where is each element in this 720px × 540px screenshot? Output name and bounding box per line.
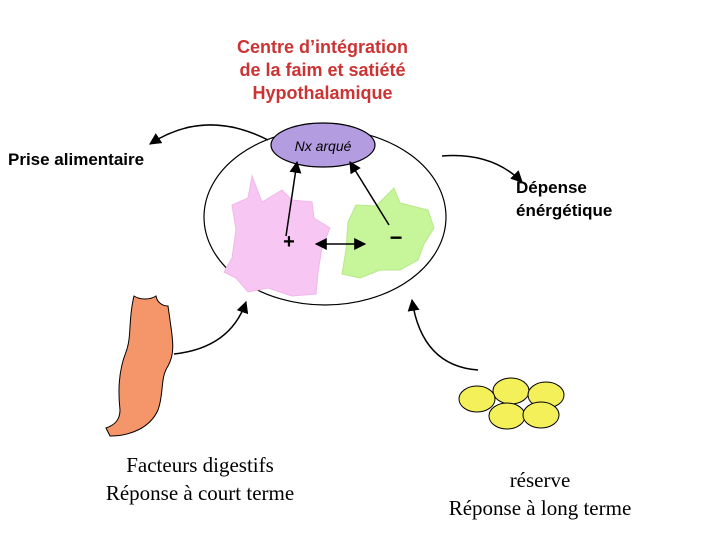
arrow-nucleus-to-green bbox=[349, 160, 390, 226]
reserve-line-1: réserve bbox=[509, 468, 571, 492]
fat-cells bbox=[458, 377, 565, 430]
reserve-line-2: Réponse à long terme bbox=[448, 496, 632, 520]
fat-cell bbox=[522, 401, 560, 429]
depense-line-2: énérgétique bbox=[516, 201, 613, 220]
green-neuron bbox=[341, 187, 435, 279]
plus-sign: + bbox=[283, 231, 295, 253]
minus-sign: − bbox=[390, 225, 403, 250]
fat-cell bbox=[492, 377, 530, 405]
stomach-shape bbox=[105, 295, 174, 437]
arrow-to-depense bbox=[441, 154, 523, 183]
depense-line-1: Dépense bbox=[516, 178, 587, 197]
facteurs-line-2: Réponse à court terme bbox=[105, 481, 295, 505]
prise-alimentaire-label: Prise alimentaire bbox=[8, 150, 145, 169]
diagram-title: Centre d’intégration de la faim et satié… bbox=[150, 36, 495, 105]
depense-label: Dépense énérgétique bbox=[516, 176, 612, 222]
fat-cell bbox=[458, 385, 496, 413]
arrow-from-stomach bbox=[173, 300, 249, 355]
nucleus-arque bbox=[270, 122, 376, 168]
arrow-to-prise-alimentaire bbox=[148, 124, 269, 145]
facteurs-line-1: Facteurs digestifs bbox=[126, 453, 274, 477]
arrow-nucleus-to-pink bbox=[285, 160, 302, 237]
title-line-1: Centre d’intégration bbox=[236, 37, 408, 57]
title-line-3: Hypothalamique bbox=[252, 83, 393, 103]
facteurs-digestifs-label: Facteurs digestifs Réponse à court terme bbox=[60, 451, 340, 507]
pink-neuron bbox=[223, 174, 331, 297]
fat-cell bbox=[488, 402, 526, 430]
arrow-from-reserve bbox=[407, 298, 479, 371]
nucleus-label: Nx arqué bbox=[295, 138, 352, 154]
reserve-label: réserve Réponse à long terme bbox=[420, 466, 660, 522]
title-line-2: de la faim et satiété bbox=[239, 60, 406, 80]
